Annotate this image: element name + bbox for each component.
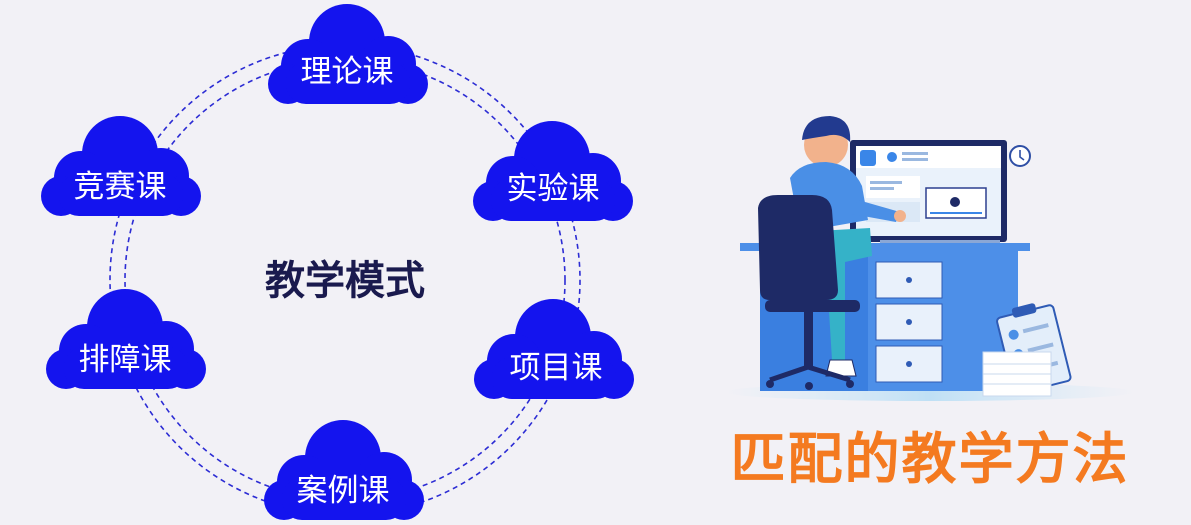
cloud-theory: 理论课 <box>268 4 428 104</box>
cloud-label-project: 项目课 <box>510 350 603 386</box>
cloud-troubleshoot: 排障课 <box>46 289 206 389</box>
desk-illustration <box>725 116 1135 401</box>
cloud-experiment: 实验课 <box>473 121 633 221</box>
cloud-label-experiment: 实验课 <box>507 171 600 207</box>
cloud-case: 案例课 <box>264 420 424 520</box>
cloud-label-troubleshoot: 排障课 <box>79 342 172 378</box>
cloud-label-competition: 竞赛课 <box>74 169 167 205</box>
cloud-project: 项目课 <box>474 299 634 399</box>
cloud-label-case: 案例课 <box>297 473 390 509</box>
cloud-label-theory: 理论课 <box>301 54 394 90</box>
cloud-competition: 竞赛课 <box>41 116 201 216</box>
teaching-method-title: 匹配的教学方法 <box>730 427 1130 491</box>
center-title: 教学模式 <box>265 258 425 304</box>
